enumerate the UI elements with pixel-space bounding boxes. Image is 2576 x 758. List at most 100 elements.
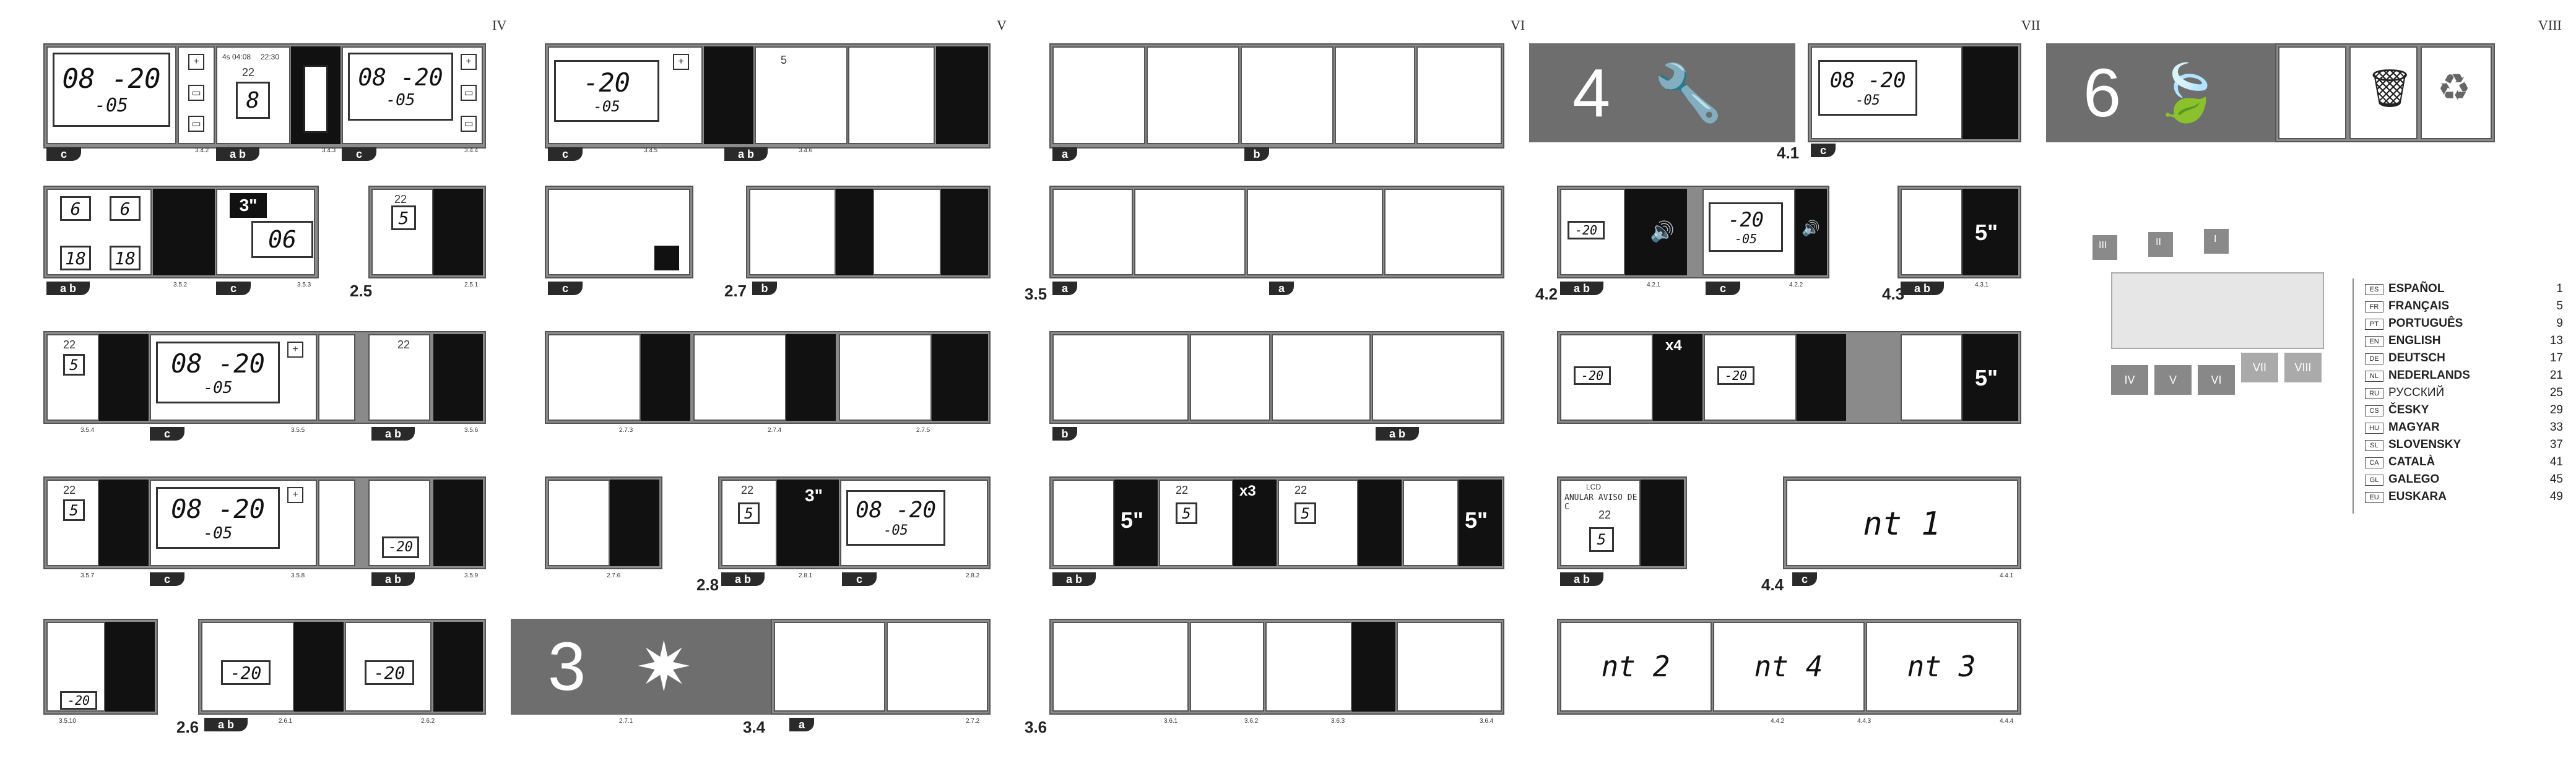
badge-c: c (1811, 144, 1836, 157)
step-label: 3.5 (1025, 285, 1047, 303)
badge-ab: a b (204, 718, 248, 731)
fridge-setpoint: 8 (236, 82, 270, 119)
plus-button[interactable]: + (673, 54, 689, 70)
badge-ab: a b (1376, 427, 1419, 441)
display-panel-2: 08 -20 -05 + ▭ ▭ (342, 46, 483, 144)
display-panel-3: 3" 06 (216, 189, 315, 275)
fold-tab-vii: VII (2241, 353, 2278, 382)
badge-ab: a b (1560, 282, 1603, 295)
door-illustration (433, 480, 483, 566)
badge-ab: a b (371, 427, 415, 441)
step-label: 2.5 (350, 282, 373, 300)
door-illustration (294, 622, 344, 712)
door-illustration (1962, 46, 2018, 139)
section-3-header: 3 ✷ (511, 619, 771, 715)
badge-c: c (342, 147, 376, 161)
door-illustration (433, 622, 483, 712)
temperature-display: 08 -20 -05 (53, 53, 170, 127)
badge-c: c (1792, 572, 1817, 586)
door-illustration (99, 480, 149, 566)
folded-pages (2111, 272, 2324, 349)
set-button[interactable]: ▭ (188, 116, 204, 132)
badge-c: c (150, 572, 184, 586)
step-label: 2.7 (724, 282, 747, 300)
button-column: + ▭ ▭ (178, 46, 215, 144)
fold-tab-v: V (2154, 365, 2192, 395)
door-illustration (704, 46, 753, 144)
badge-ab: a b (371, 572, 415, 586)
section-numeral-viii: VIII (2538, 17, 2562, 33)
plus-button[interactable]: + (287, 487, 303, 503)
door-illustration (836, 189, 873, 275)
step-label: 2.8 (696, 575, 719, 594)
door-illustration (941, 189, 988, 275)
speaker-icon: 🔊 (1802, 220, 1820, 237)
fold-tab-viii: VIII (2284, 353, 2322, 382)
mode-button[interactable]: ▭ (188, 85, 204, 101)
door-illustration (433, 189, 483, 275)
door-illustration (105, 622, 155, 712)
wrench-icon: 🔧 (1654, 62, 1724, 124)
badge-b: b (752, 282, 777, 295)
badge-b: b (1052, 427, 1077, 441)
leaf-icon: 🍃 (2152, 62, 2222, 124)
fold-tab-iv: IV (2111, 365, 2148, 395)
badge-a: a (1269, 282, 1294, 295)
hold-3-seconds: 3" (230, 193, 267, 218)
badge-ab: a b (216, 147, 259, 161)
badge-ab: a b (724, 147, 768, 161)
sound-icon-panel: 🔊 (1625, 189, 1687, 275)
nt-display: nt 1 (1821, 496, 1982, 552)
badge-a: a (1052, 282, 1077, 295)
section-numeral-v: V (997, 17, 1007, 33)
step-label: 4.4 (1761, 575, 1784, 594)
badge-b: b (1244, 147, 1269, 161)
section-numeral-vi: VI (1511, 17, 1525, 33)
badge-c: c (150, 427, 184, 441)
badge-c: c (548, 147, 583, 161)
door-illustration (932, 334, 988, 421)
door-illustration (786, 334, 836, 421)
plus-button[interactable]: + (188, 54, 204, 70)
step-label: 3.6 (1025, 718, 1047, 736)
mode-button[interactable]: ▭ (461, 85, 477, 101)
badge-a: a (1052, 147, 1077, 161)
badge-ab: a b (1052, 572, 1096, 586)
step-label: 2.6 (176, 718, 199, 736)
step-label: 3.4 (743, 718, 766, 736)
set-button[interactable]: ▭ (461, 116, 477, 132)
secondary-temp: -05 (94, 95, 129, 116)
badge-a: a (789, 718, 814, 731)
section-numeral-vii: VII (2021, 17, 2040, 33)
recycle-icon: ♻ (2437, 67, 2471, 108)
badge-ab: a b (721, 572, 765, 586)
badge-ab: a b (46, 282, 90, 295)
door-illustration (99, 334, 149, 421)
light-sparkle-icon: ✷ (635, 629, 693, 705)
badge-ab: a b (1560, 572, 1603, 586)
speaker-icon: 🔊 (1650, 220, 1675, 243)
badge-c: c (1706, 282, 1740, 295)
recycle-fridge-figure (2278, 46, 2346, 139)
freezer-temp: -20 (111, 63, 161, 95)
step-label: 4.1 (1777, 144, 1800, 162)
section-4-header: 4 🔧 (1529, 43, 1795, 142)
door-illustration (936, 46, 988, 144)
plus-button[interactable]: + (461, 54, 477, 70)
section-6-header: 6 🍃 (2046, 43, 2275, 142)
door-display-panel: 6 6 18 18 (46, 189, 152, 275)
plus-button[interactable]: + (287, 342, 303, 358)
step-label: 4.2 (1535, 285, 1558, 303)
